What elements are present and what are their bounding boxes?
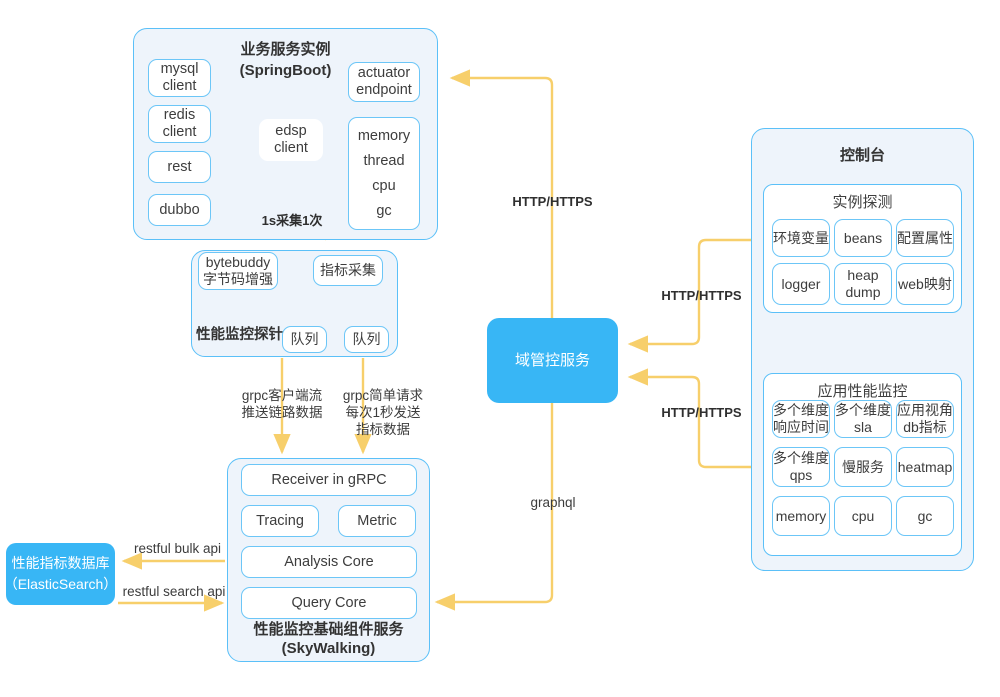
grpc-stream-label: grpc客户端流 推送链路数据 [241,388,323,420]
console-item-response-time[interactable]: 多个维度 响应时间 [772,400,830,438]
node-metric[interactable]: Metric [338,505,416,537]
node-queue-trace[interactable]: 队列 [282,326,327,353]
node-actuator-endpoint[interactable]: actuator endpoint [348,62,420,102]
metric-cpu: cpu [372,177,396,194]
node-dubbo[interactable]: dubbo [148,194,211,226]
edge-label-graphql: graphql [530,495,576,510]
console-item-memory[interactable]: memory [772,496,830,536]
node-metric-collector[interactable]: 指标采集 [313,255,383,286]
console-title: 控制台 [752,146,973,165]
node-redis-client[interactable]: redis client [148,105,211,143]
node-edsp-client: edsp client [259,119,323,161]
metric-thread: thread [363,153,405,170]
edge-label-http-bottom: HTTP/HTTPS [661,405,742,420]
node-query-core[interactable]: Query Core [241,587,417,619]
console-item-qps[interactable]: 多个维度 qps [772,447,830,487]
console-item-logger[interactable]: logger [772,263,830,305]
restful-search-api-label: restful search api [122,584,226,599]
console-item-db-metrics[interactable]: 应用视角 db指标 [896,400,954,438]
sampling-rate-label: 1s采集1次 [261,213,323,228]
node-jvm-metrics[interactable]: memory thread cpu gc [348,117,420,230]
elasticsearch-box[interactable]: 性能指标数据库 （ElasticSearch） [4,543,117,605]
springboot-title-line2: (SpringBoot) [239,62,332,79]
edge-label-http-mid: HTTP/HTTPS [661,288,742,303]
node-queue-metric[interactable]: 队列 [344,326,389,353]
skywalking-title-line2: (SkyWalking) [281,640,376,657]
console-title-text: 控制台 [839,147,885,164]
skywalking-title-line1: 性能监控基础组件服务 [253,621,404,638]
section-title-instance-detection: 实例探测 [832,194,893,211]
console-item-beans[interactable]: beans [834,219,892,257]
console-item-env-vars[interactable]: 环境变量 [772,219,830,257]
console-item-cpu[interactable]: cpu [834,496,892,536]
node-mysql-client[interactable]: mysql client [148,59,211,97]
console-item-heatmap[interactable]: heatmap [896,447,954,487]
metric-gc: gc [376,202,392,219]
console-item-web-mapping[interactable]: web映射 [896,263,954,305]
node-tracing[interactable]: Tracing [241,505,319,537]
console-item-sla[interactable]: 多个维度 sla [834,400,892,438]
node-bytebuddy[interactable]: bytebuddy 字节码增强 [198,252,278,290]
node-rest[interactable]: rest [148,151,211,183]
probe-title: 性能监控探针 [196,327,283,343]
springboot-title-line1: 业务服务实例 [240,41,331,58]
section-title-apm: 应用性能监控 [817,383,908,400]
edge-label-http-top: HTTP/HTTPS [512,194,593,209]
restful-bulk-api-label: restful bulk api [133,541,222,556]
node-analysis-core[interactable]: Analysis Core [241,546,417,578]
node-receiver-grpc[interactable]: Receiver in gRPC [241,464,417,496]
console-item-heap-dump[interactable]: heap dump [834,263,892,305]
grpc-metric-label: grpc简单请求 每次1秒发送 指标数据 [342,388,424,437]
console-item-gc[interactable]: gc [896,496,954,536]
console-item-config-props[interactable]: 配置属性 [896,219,954,257]
metric-memory: memory [357,128,411,145]
domain-control-service-box[interactable]: 域管控服务 [487,318,618,403]
console-item-slow-service[interactable]: 慢服务 [834,447,892,487]
springboot-subtitle: (SpringBoot) [134,61,437,80]
springboot-title: 业务服务实例 [134,40,437,59]
